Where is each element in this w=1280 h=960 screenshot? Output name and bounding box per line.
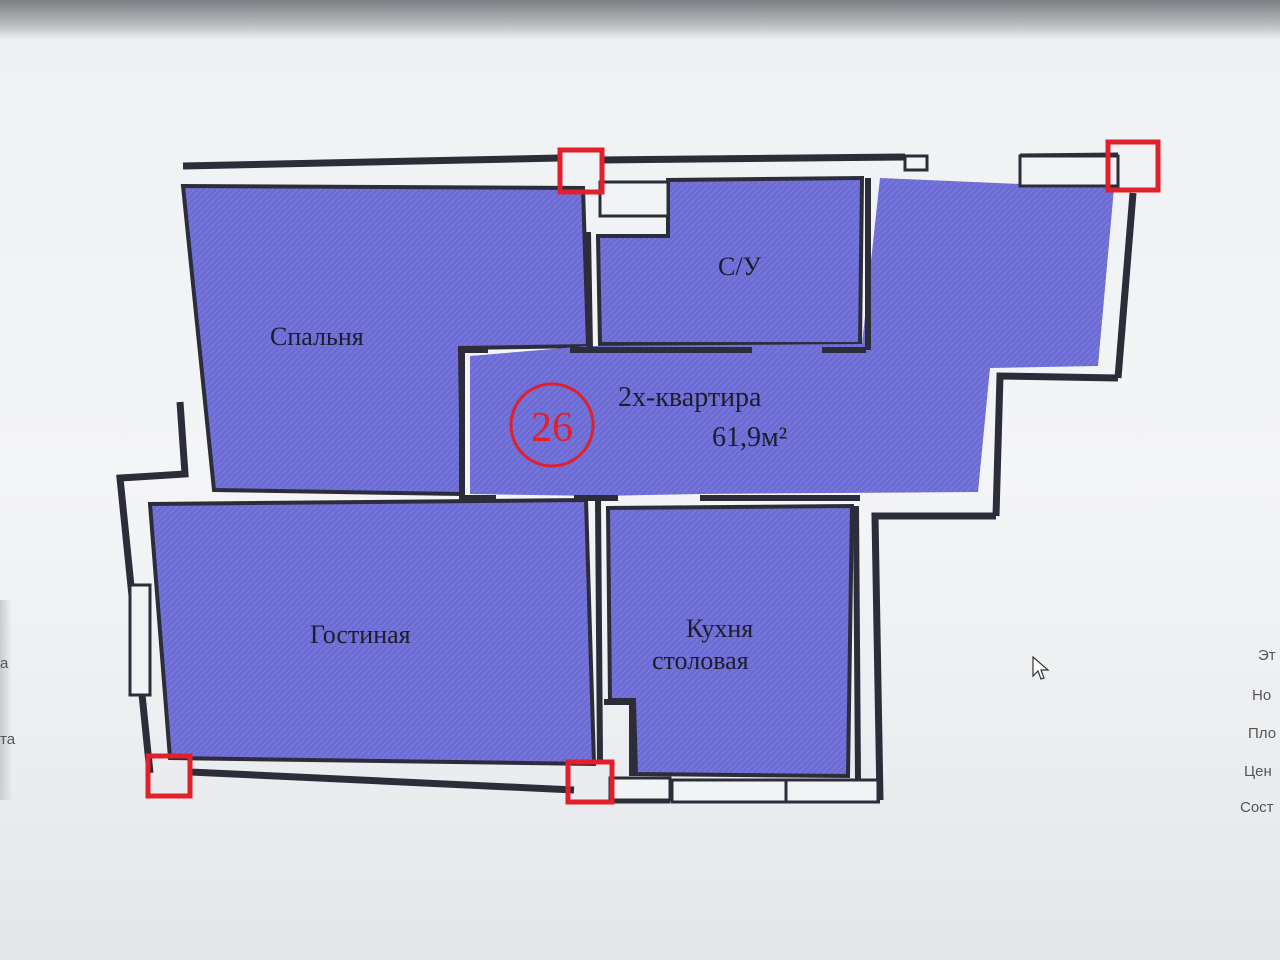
corner-marker-top-center [557,147,605,195]
left-label-2: та [0,732,16,747]
side-label-number: Но [1252,687,1272,704]
hallway-area[interactable] [470,178,1114,496]
side-label-floor: Эт [1258,647,1276,664]
room-label-dining: столовая [652,646,749,675]
corner-markers [145,139,1161,805]
room-label-bedroom: Спальня [270,322,364,351]
left-label-1: а [0,656,9,671]
room-label-living-room: Гостиная [310,620,411,649]
apartment-area: 61,9м² [712,422,788,453]
room-label-bathroom: С/У [718,252,761,281]
monitor-top-shadow [0,0,1280,40]
monitor-left-shadow [0,600,12,800]
corner-marker-top-right [1105,139,1161,193]
apartment-number: 26 [531,405,573,451]
mouse-cursor-icon [1032,656,1050,680]
corner-marker-bottom-left [145,753,193,799]
window-openings [128,154,1120,804]
side-label-price: Цен [1244,763,1272,780]
bathroom-area[interactable] [595,175,865,346]
apartment-number-circle [509,382,595,468]
corner-marker-bottom-center [565,759,615,805]
side-label-status: Сост [1240,799,1274,816]
room-label-kitchen: Кухня [686,614,754,643]
interior-walls [458,178,871,781]
side-label-area: Пло [1248,725,1277,742]
apartment-type: 2х-квартира [618,382,762,413]
